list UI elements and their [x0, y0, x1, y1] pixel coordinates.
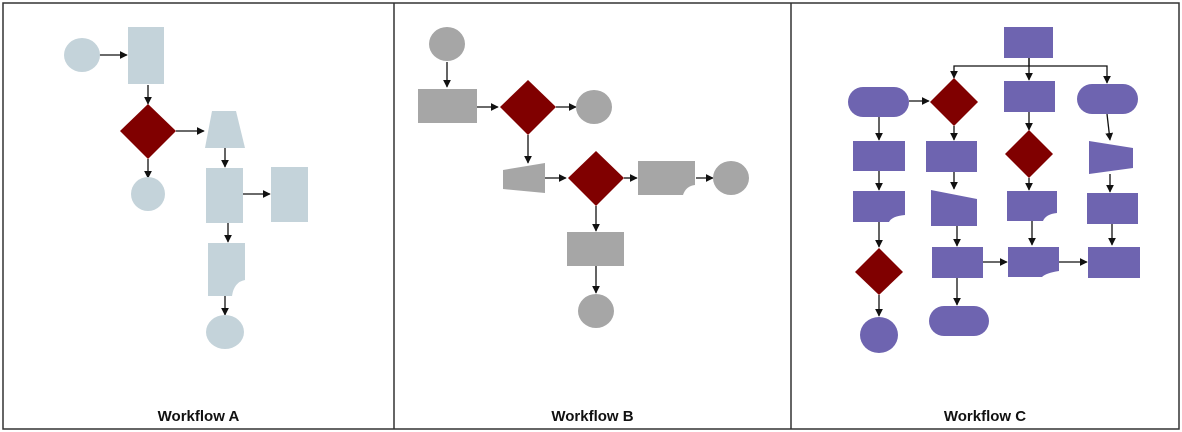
terminator-rounded	[1077, 84, 1138, 114]
decision-diamond	[1005, 130, 1053, 178]
end-circle	[860, 317, 898, 353]
start-box	[1004, 27, 1053, 58]
process-box	[206, 168, 243, 223]
document-shape	[638, 161, 695, 195]
document-shape	[1007, 191, 1057, 221]
workflow-b-shapes	[418, 27, 749, 328]
document-shape	[853, 191, 905, 222]
process-box	[926, 141, 977, 172]
process-box	[567, 232, 624, 266]
start-circle	[429, 27, 465, 61]
process-box	[1088, 247, 1140, 278]
decision-diamond	[120, 104, 176, 159]
workflow-c-connectors	[875, 58, 1116, 317]
workflow-a-connectors	[99, 51, 271, 316]
start-circle	[64, 38, 100, 72]
workflow-b-connectors	[443, 62, 714, 294]
workflow-b-caption: Workflow B	[551, 408, 634, 425]
end-circle	[131, 177, 165, 211]
workflow-a-shapes	[64, 27, 308, 349]
connector	[950, 58, 1030, 79]
end-circle	[578, 294, 614, 328]
workflow-b-panel	[418, 27, 749, 328]
manual-input-shape	[931, 190, 977, 226]
manual-operation-trapezoid	[205, 111, 245, 148]
decision-diamond	[500, 80, 556, 135]
process-box	[932, 247, 983, 278]
document-shape	[1008, 247, 1059, 277]
manual-input-shape	[503, 163, 545, 193]
decision-diamond	[930, 78, 978, 126]
process-box	[271, 167, 308, 222]
end-circle	[713, 161, 749, 195]
decision-diamond	[855, 248, 903, 295]
end-circle	[576, 90, 612, 124]
terminator-rounded	[848, 87, 909, 117]
document-shape	[208, 243, 245, 296]
manual-operation-shape	[1089, 141, 1133, 174]
end-circle	[206, 315, 244, 349]
connector	[1105, 113, 1114, 141]
process-box	[128, 27, 164, 84]
connector	[1029, 65, 1111, 84]
terminator-rounded	[929, 306, 989, 336]
workflow-a-caption: Workflow A	[157, 408, 240, 425]
workflow-c-panel	[848, 27, 1140, 353]
workflow-a-panel	[64, 27, 308, 349]
process-box	[1004, 81, 1055, 112]
decision-diamond	[568, 151, 624, 206]
workflow-c-shapes	[848, 27, 1140, 353]
workflow-c-caption: Workflow C	[943, 408, 1027, 425]
process-box	[418, 89, 477, 123]
process-box	[1087, 193, 1138, 224]
process-box	[853, 141, 905, 171]
